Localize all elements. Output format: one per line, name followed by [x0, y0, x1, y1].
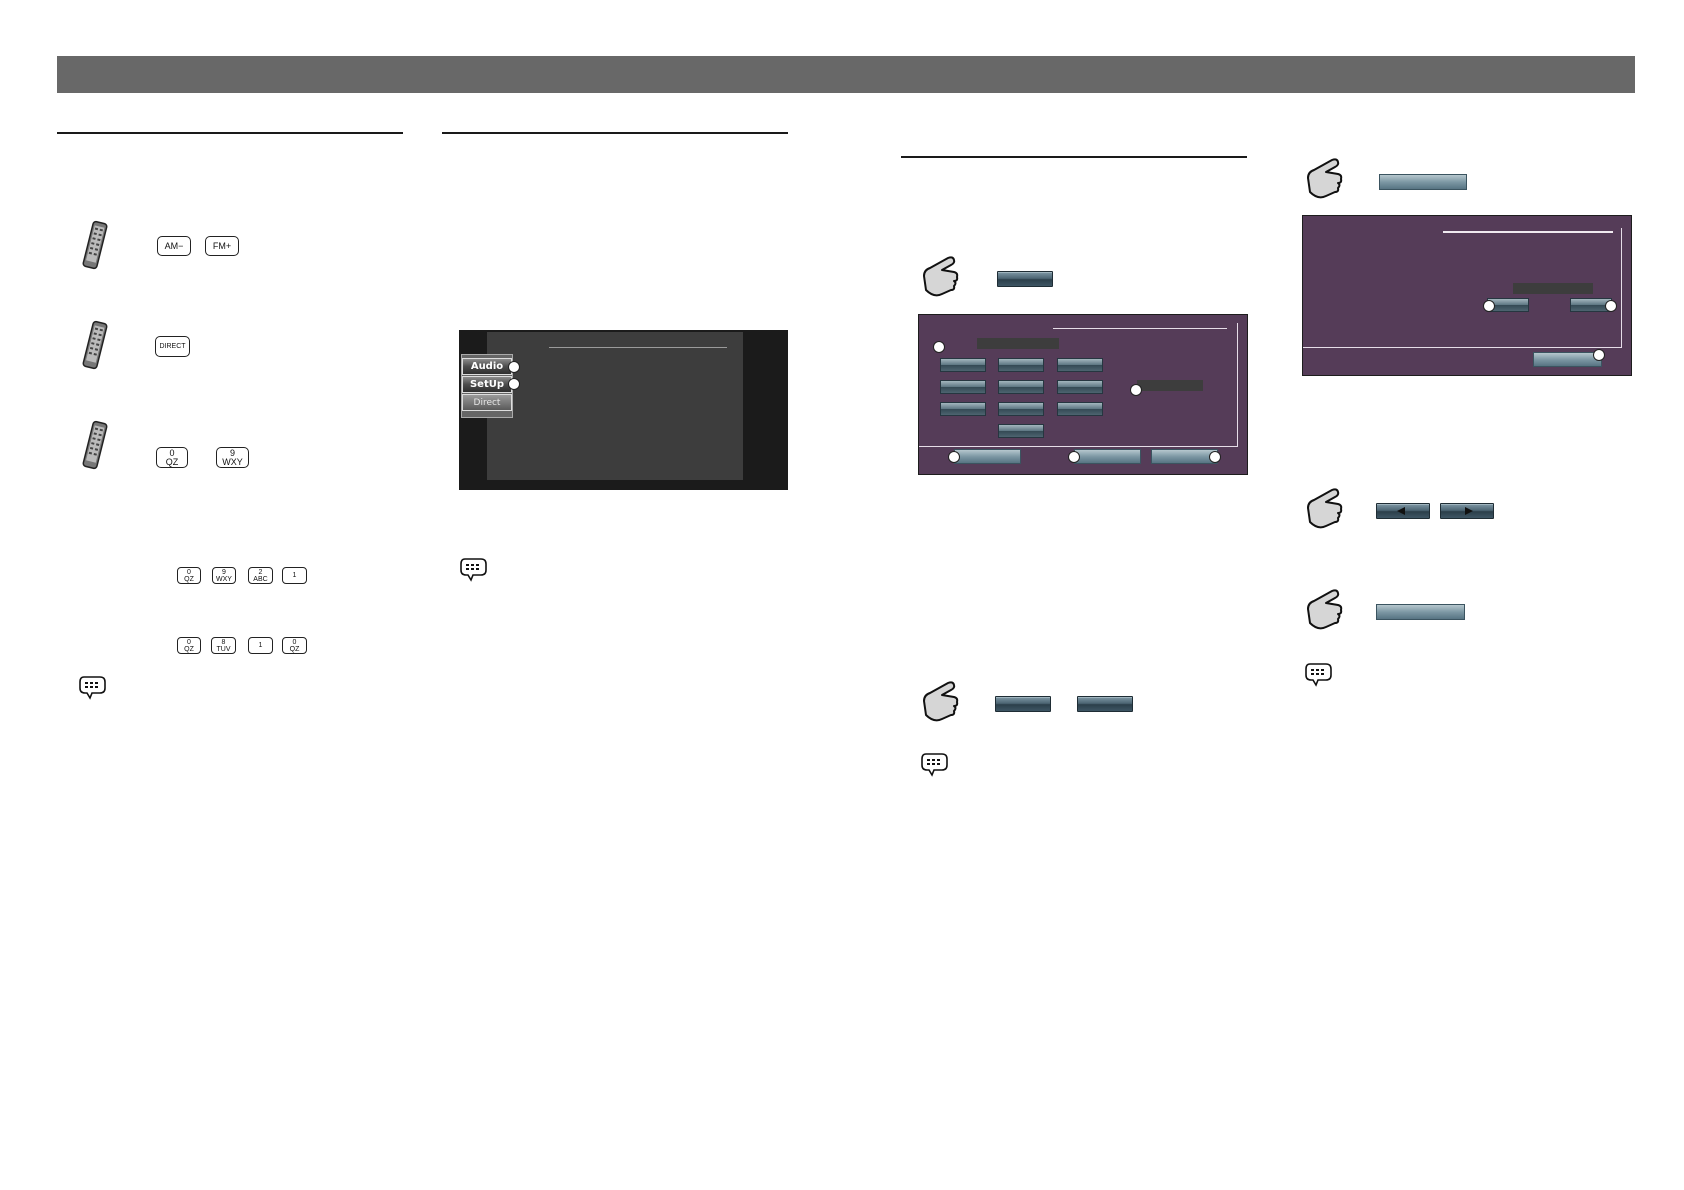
touch-button[interactable]	[995, 696, 1051, 712]
key-0-qz: 0 QZ	[177, 637, 201, 654]
key-number: 1	[258, 642, 263, 649]
am-key[interactable]: AM−	[157, 236, 191, 256]
callout-marker	[1209, 451, 1221, 463]
screen-panel	[487, 332, 743, 480]
key-number: 0	[187, 638, 191, 646]
dialog-line	[1621, 228, 1622, 348]
note-icon	[460, 558, 487, 582]
callout-marker	[948, 451, 960, 463]
note-icon	[1305, 663, 1332, 687]
dialog-line	[1237, 323, 1238, 447]
dialog-action-button[interactable]	[1151, 449, 1218, 464]
key-letters: WXY	[216, 575, 232, 583]
callout-marker	[508, 378, 520, 390]
key-9-wxy[interactable]: 9 WXY	[216, 447, 249, 468]
menu-audio[interactable]: Audio	[462, 358, 512, 375]
key-number: 0	[169, 447, 175, 458]
key-1: 1	[282, 567, 307, 584]
column-2-rule	[442, 132, 788, 134]
key-letters: QZ	[165, 456, 179, 467]
menu-setup[interactable]: SetUp	[462, 376, 512, 393]
callout-marker	[1593, 349, 1605, 361]
key-letters: QZ	[184, 645, 194, 653]
fm-key[interactable]: FM+	[205, 236, 239, 256]
key-1: 1	[248, 637, 273, 654]
keypad-button[interactable]	[998, 424, 1044, 438]
keypad-button[interactable]	[940, 358, 986, 372]
status-display	[1137, 380, 1203, 391]
value-display	[1513, 283, 1593, 294]
adjust-dialog	[1302, 215, 1632, 376]
remote-control-icon	[82, 220, 108, 270]
key-0-qz: 0 QZ	[177, 567, 201, 584]
input-display	[977, 338, 1059, 349]
key-number: 8	[221, 638, 226, 646]
pointing-hand-icon	[923, 256, 959, 297]
keypad-button[interactable]	[998, 402, 1044, 416]
remote-control-icon	[82, 420, 108, 470]
touch-button[interactable]	[997, 271, 1053, 287]
key-letters: TUV	[216, 645, 231, 653]
keypad-button[interactable]	[998, 380, 1044, 394]
key-number: 9	[229, 447, 235, 458]
column-3-rule	[901, 156, 1247, 158]
source-screen: Audio SetUp Direct	[459, 330, 788, 490]
callout-marker	[933, 341, 945, 353]
column-1-rule	[57, 132, 403, 134]
note-icon	[79, 676, 106, 700]
keypad-button[interactable]	[998, 358, 1044, 372]
callout-marker	[1483, 300, 1495, 312]
key-0-qz[interactable]: 0 QZ	[156, 447, 188, 468]
key-number: 9	[222, 568, 226, 576]
left-arrow-button[interactable]	[1376, 503, 1430, 519]
dialog-action-button[interactable]	[1533, 352, 1602, 367]
dialog-line	[1053, 328, 1227, 329]
note-icon	[921, 753, 948, 777]
dialog-line	[919, 446, 1238, 447]
menu-panel: Audio SetUp Direct	[461, 354, 513, 418]
key-letters: WXY	[222, 456, 243, 467]
keypad-button[interactable]	[1057, 380, 1103, 394]
dialog-action-button[interactable]	[954, 449, 1021, 464]
key-8-tuv: 8 TUV	[211, 637, 236, 654]
key-letters: ABC	[253, 575, 268, 583]
callout-marker	[1130, 384, 1142, 396]
pointing-hand-icon	[1307, 589, 1343, 630]
touch-button[interactable]	[1376, 604, 1465, 620]
key-number: 0	[292, 638, 297, 646]
callout-marker	[1068, 451, 1080, 463]
remote-control-icon	[82, 320, 108, 370]
keypad-button[interactable]	[940, 402, 986, 416]
direct-key[interactable]: DIRECT	[155, 336, 190, 357]
page-header-bar	[57, 56, 1635, 93]
screen-divider	[549, 347, 727, 348]
right-arrow-button[interactable]	[1440, 503, 1494, 519]
dialog-line	[1303, 347, 1622, 348]
menu-direct[interactable]: Direct	[462, 394, 512, 411]
keypad-button[interactable]	[1057, 358, 1103, 372]
dialog-action-button[interactable]	[1074, 449, 1141, 464]
key-number: 2	[258, 568, 263, 576]
key-number: 1	[292, 572, 297, 579]
pointing-hand-icon	[923, 681, 959, 722]
key-letters: QZ	[184, 575, 194, 583]
touch-button[interactable]	[1077, 696, 1133, 712]
keypad-button[interactable]	[940, 380, 986, 394]
key-2-abc: 2 ABC	[248, 567, 273, 584]
key-0-qz: 0 QZ	[282, 637, 307, 654]
callout-marker	[508, 361, 520, 373]
dialog-line	[1443, 231, 1613, 233]
key-number: 0	[187, 568, 191, 576]
callout-marker	[1605, 300, 1617, 312]
left-arrow-icon	[1397, 507, 1405, 515]
touch-button[interactable]	[1379, 174, 1467, 190]
key-9-wxy: 9 WXY	[212, 567, 236, 584]
pointing-hand-icon	[1307, 158, 1343, 199]
keypad-dialog	[918, 314, 1248, 475]
pointing-hand-icon	[1307, 488, 1343, 529]
key-letters: QZ	[289, 645, 300, 653]
keypad-button[interactable]	[1057, 402, 1103, 416]
right-arrow-icon	[1465, 507, 1473, 515]
